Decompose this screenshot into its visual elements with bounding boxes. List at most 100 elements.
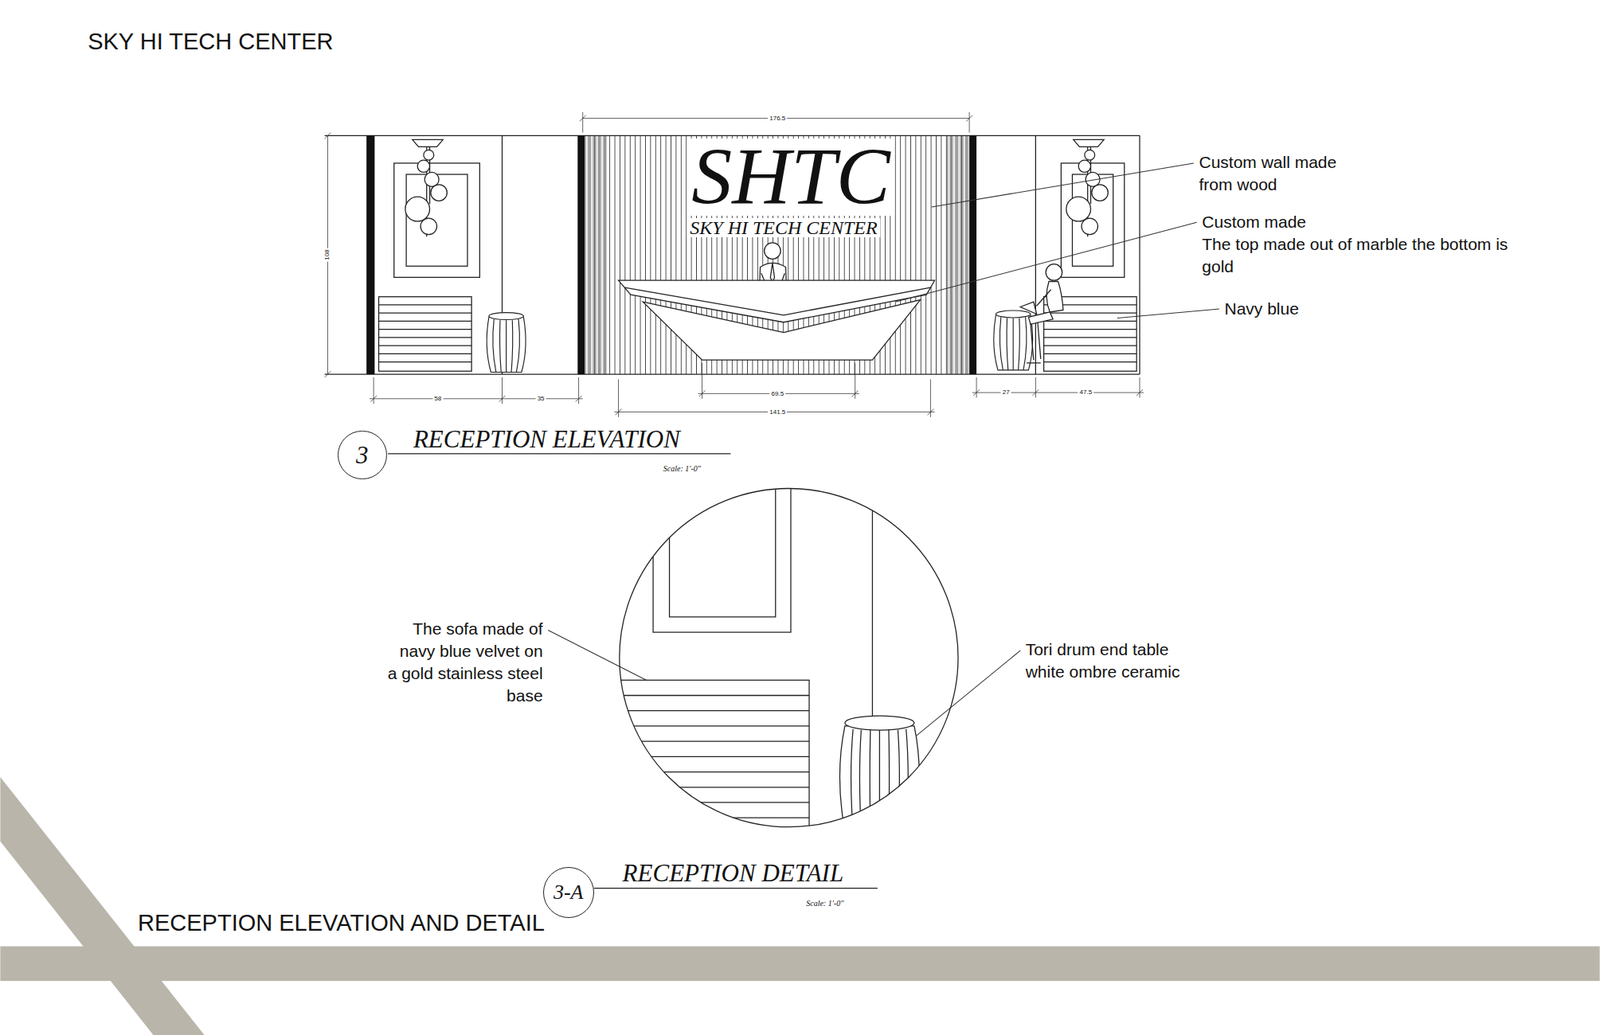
seated-person [1026,322,1041,364]
receptionist [770,262,775,282]
sheet-title: SKY HI TECH CENTER [87,29,333,55]
seated-person [1028,312,1053,325]
detail-view [602,710,810,712]
detail-circle [619,488,959,827]
drum-table [486,312,526,373]
dimension-value: 58 [432,395,443,403]
detail-view [602,801,810,803]
dimension-line [1035,377,1037,399]
dimension-line [1032,389,1040,396]
title-rule [594,888,878,889]
drum-table [500,320,502,372]
logo-wordmark: SKY HI TECH CENTER [686,218,881,238]
view-title: RECEPTION DETAIL [622,860,845,886]
dimension-value: 35 [535,395,547,403]
title-rule [387,453,731,454]
seated-person [1020,264,1064,364]
sofa [379,297,473,372]
decor-band [0,946,1600,982]
dimension-line [324,112,1144,418]
view-marker: 3 [337,430,388,481]
wood-wall [946,135,970,375]
dimension-value: 176.5 [767,115,787,122]
detail-view [602,740,810,742]
seated-person [1046,281,1064,312]
dimension-value: 27 [1001,389,1012,396]
drum-table [486,316,526,372]
dimension-line [973,389,980,396]
pendant-light [1066,139,1109,237]
callout-note: Navy blue [1224,297,1299,321]
leader-line [895,222,1198,302]
dimension-line [370,395,377,403]
drum-table [505,320,507,372]
detail-view [669,479,776,618]
dimension-line [324,371,332,378]
dimension-line [976,377,978,399]
sofa [379,345,473,347]
seated-person [1036,289,1052,306]
dimension-line [966,115,973,122]
wood-wall [584,135,607,375]
drum-table [488,312,525,321]
sofa [379,297,473,372]
black-column [366,135,375,375]
leader-line [931,163,1194,208]
dimension-line [1139,377,1141,399]
elevation-frame [324,135,1140,375]
dimension-line [501,377,503,404]
dimension-line [578,377,579,404]
detail-view [844,715,915,731]
detail-view [851,729,854,832]
decor-band [0,777,204,1035]
sofa [379,312,473,314]
dimension-line [852,391,859,398]
leader-line [1117,309,1220,319]
pendant-light [420,218,437,235]
sheet-caption: RECEPTION ELEVATION AND DETAIL [137,911,545,937]
scale-note: Scale: 1'-0" [805,899,844,908]
pendant-light [430,184,447,201]
black-column [366,135,977,375]
view-title: RECEPTION ELEVATION [413,426,681,452]
detail-view [888,730,890,832]
sofa [379,353,473,355]
pendant-light [417,160,430,173]
reception-desk [618,280,935,323]
dimension-line [369,398,583,400]
dimension-line [579,115,587,122]
black-column [577,135,585,375]
detail-view [602,479,920,844]
dimension-line [575,395,583,403]
pendant-light [405,196,431,222]
callout-note: The top made out of marble the bottom is… [1201,233,1525,278]
dimension-line [615,409,623,416]
detail-view [879,730,881,832]
dimension-line [324,133,332,140]
dimension-line [373,377,375,404]
sofa [379,336,473,338]
callout-note: Tori drum end table white ombre ceramic [1025,638,1198,684]
wood-wall [584,135,970,375]
black-column [969,135,977,375]
dimension-value: 141.5 [767,409,787,416]
drum-table [511,320,513,372]
detail-view [602,771,810,773]
detail-view [602,817,810,819]
sofa [379,361,473,363]
view-marker: 3-A [543,867,595,919]
dimension-value: 108 [324,248,331,263]
detail-view [859,730,861,832]
leader-line [547,163,1220,757]
drum-table [492,319,497,373]
dimension-value: 47.5 [1078,389,1095,396]
callout-note: The sofa made of navy blue velvet on a g… [387,618,544,708]
seated-person [1020,301,1037,314]
logo-monogram: SHTC [686,138,895,216]
dimension-line [927,409,935,416]
marker-number: 3-A [553,882,584,904]
drum-table [993,310,1033,371]
dimension-value: 69.5 [770,391,787,398]
sofa [379,304,473,306]
